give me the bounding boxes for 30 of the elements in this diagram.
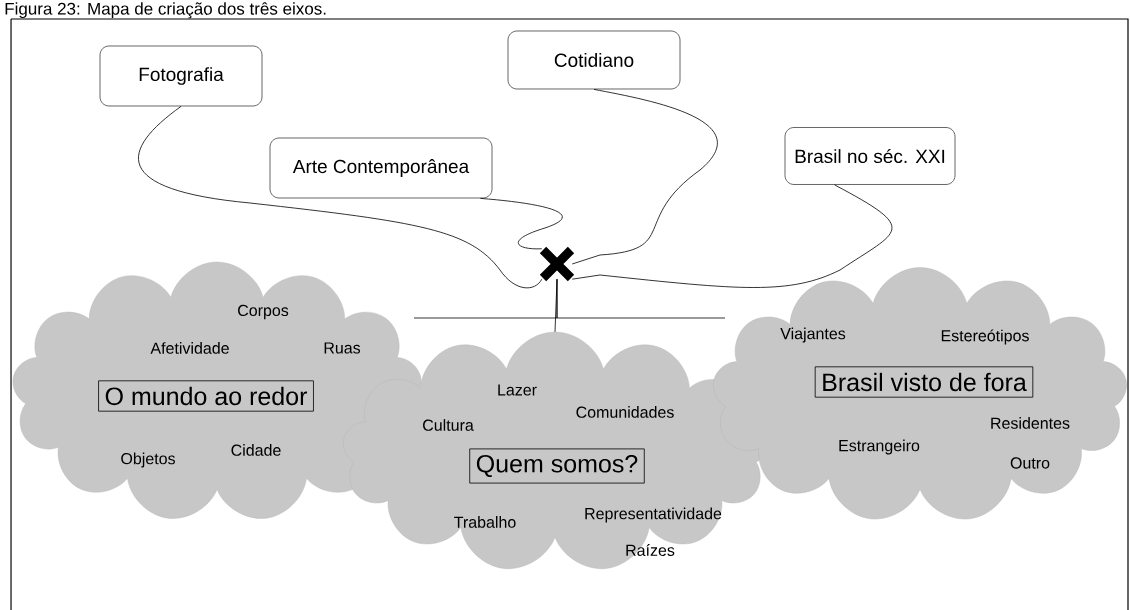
cross-mark (538, 245, 576, 283)
topic-box: Cotidiano (507, 30, 681, 90)
keyword: Lazer (498, 384, 537, 396)
keyword: Cultura (423, 419, 474, 431)
keyword: Cidade (231, 444, 281, 456)
title-box: O mundo ao redor (98, 380, 314, 412)
keyword: Estrangeiro (839, 439, 920, 455)
topic-box: Fotografia (99, 45, 263, 107)
keyword: Comunidades (576, 406, 674, 418)
connector-line (571, 184, 893, 288)
keyword: Residentes (991, 417, 1070, 429)
keyword: Raízes (626, 544, 675, 556)
title-box: Quem somos? (469, 448, 645, 484)
keyword: Corpos (238, 304, 289, 320)
keyword: Estereótipos (941, 329, 1029, 345)
keyword: Representatividade (585, 507, 722, 523)
connector-line (571, 89, 718, 265)
connector-line (480, 198, 563, 250)
keyword: Afetividade (150, 342, 229, 354)
connector-line (138, 106, 543, 289)
keyword: Ruas (324, 342, 361, 354)
connector-line (556, 278, 726, 319)
topic-box: Brasil no séc. XXI (784, 127, 956, 185)
topic-box: Arte Contemporânea (269, 137, 493, 199)
keyword: Viajantes (780, 327, 846, 343)
keyword: Objetos (121, 452, 175, 468)
caption: Figura 23: Mapa de criação dos três eixos. (5, 2, 326, 19)
title-box: Brasil visto de fora (814, 366, 1034, 398)
keyword: Trabalho (454, 516, 516, 528)
keyword: Outro (1010, 457, 1050, 469)
